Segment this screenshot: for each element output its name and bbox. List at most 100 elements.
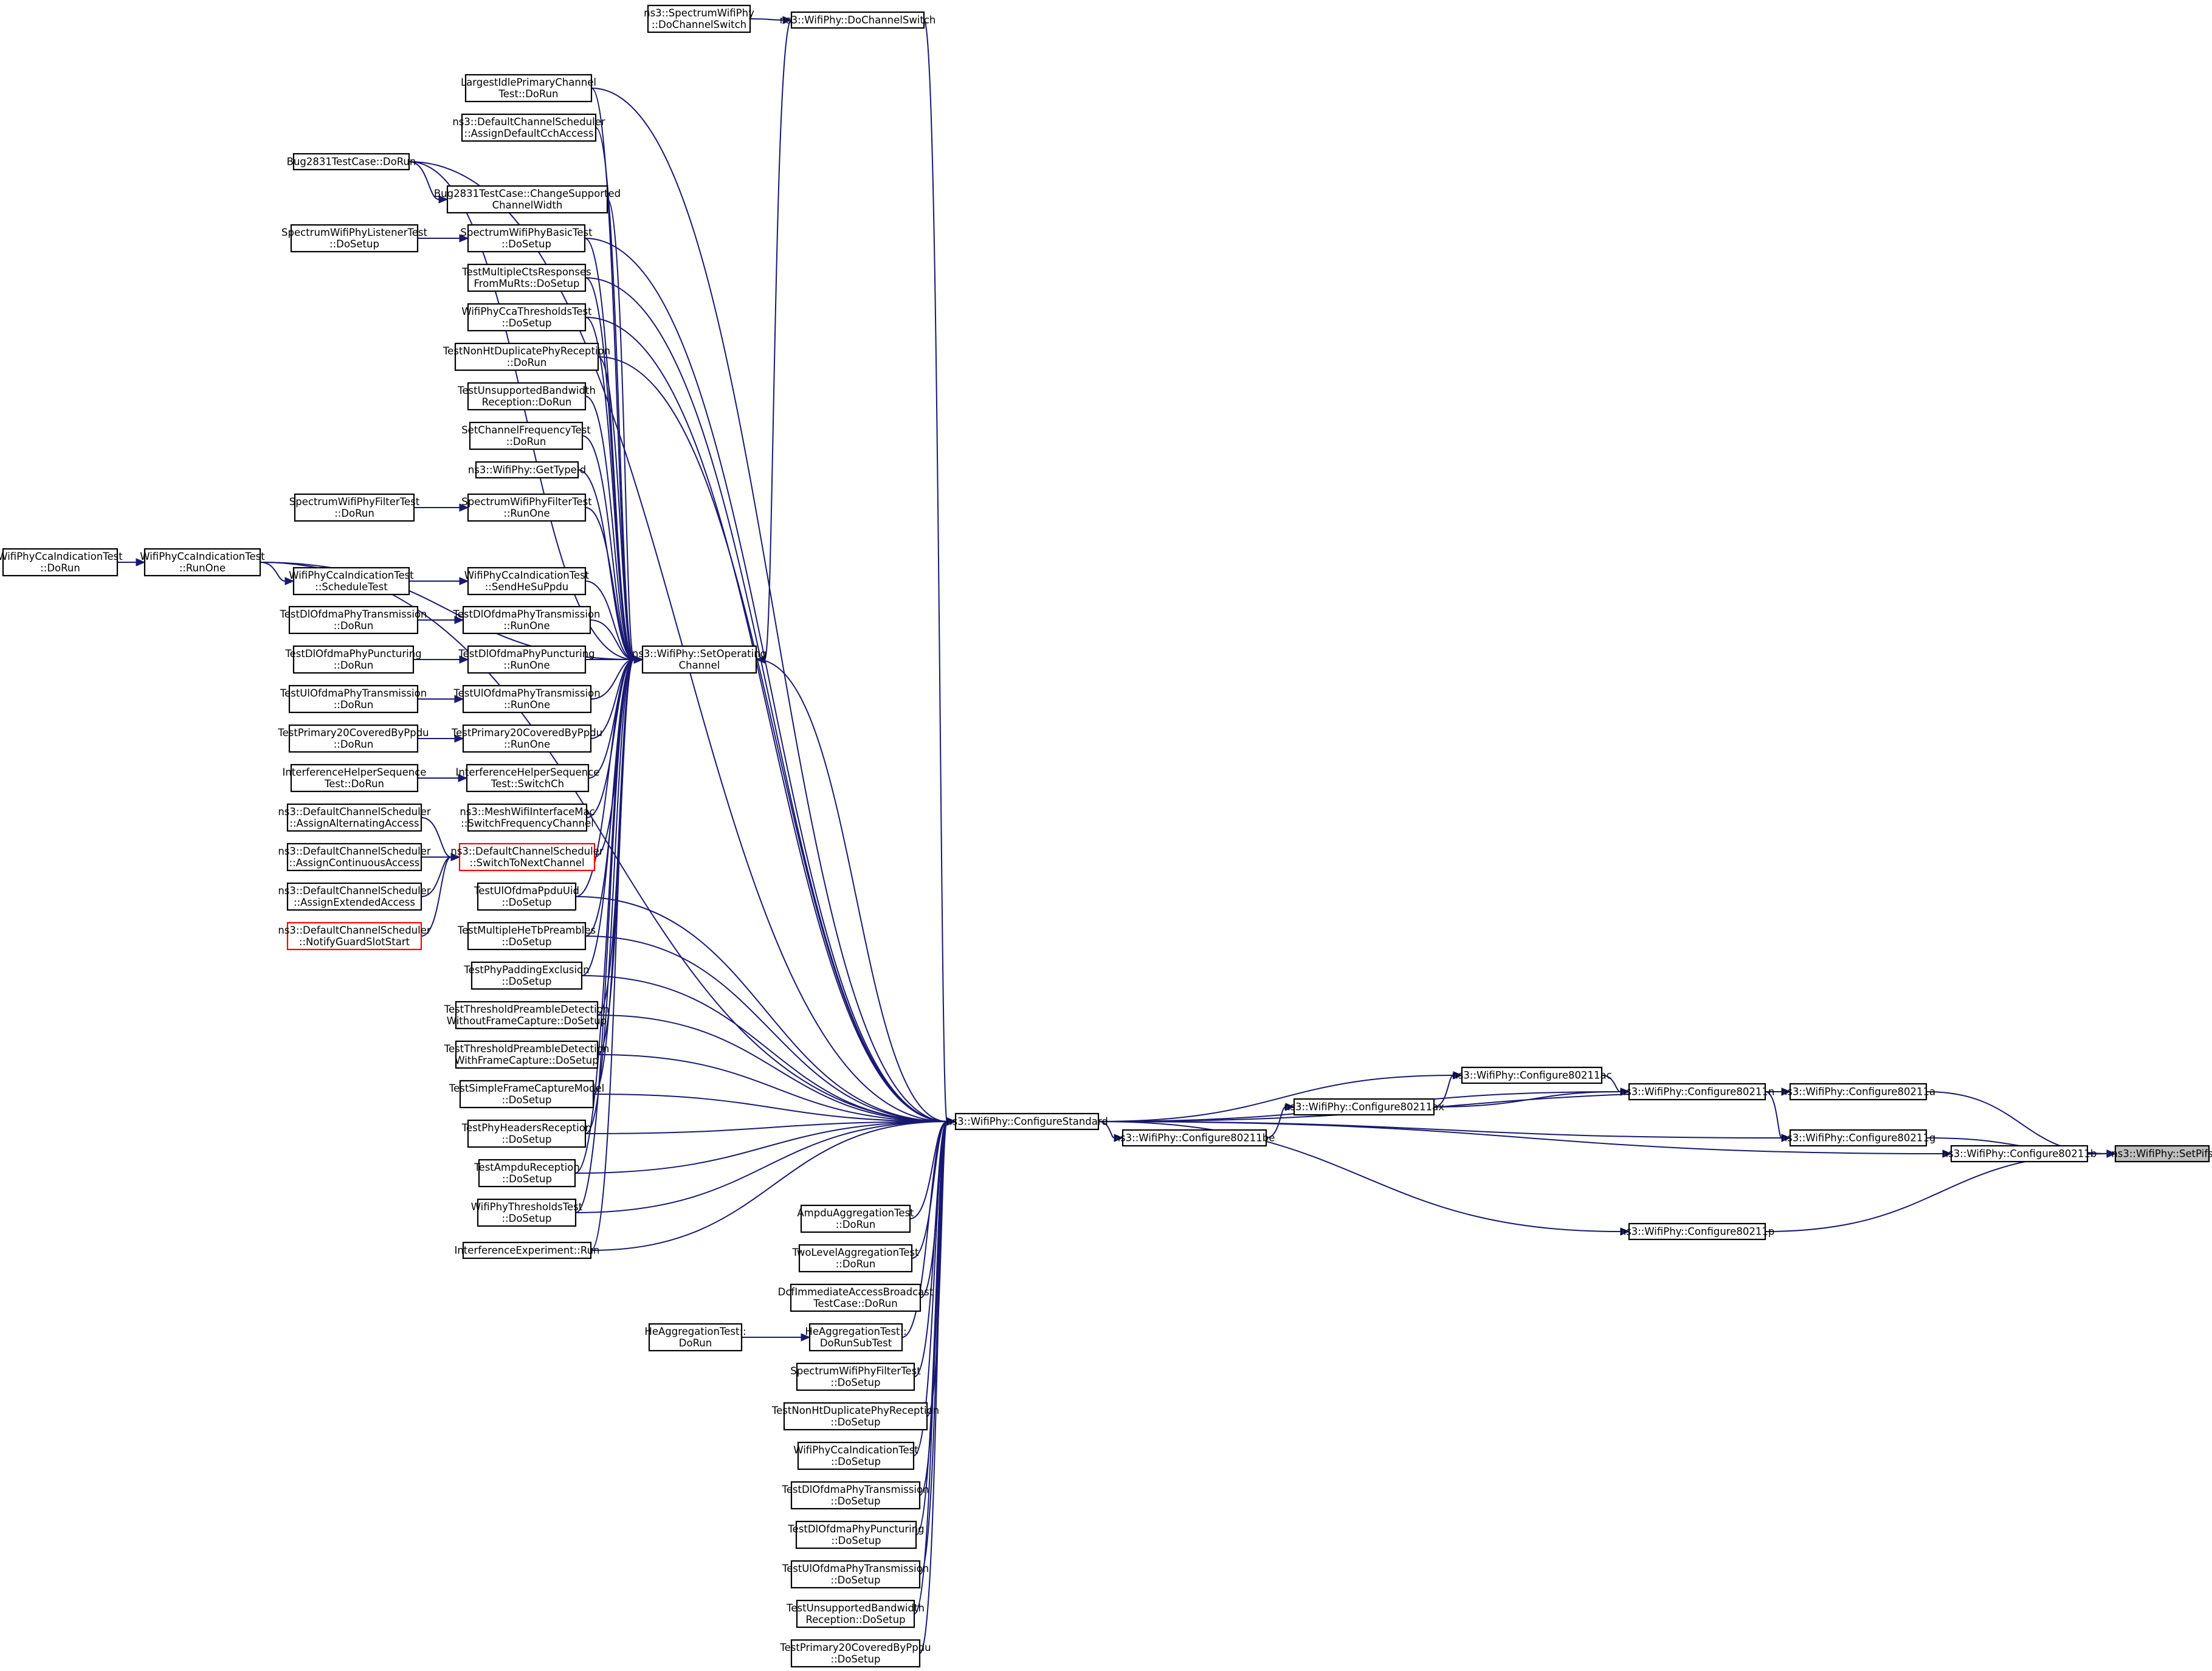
node-spectrum-dochannelswitch[interactable]: ns3::SpectrumWifiPhy::DoChannelSwitch <box>644 4 754 33</box>
node-nonht-dup-dorun[interactable]: TestNonHtDuplicatePhyReception::DoRun <box>443 342 610 371</box>
edge-line <box>764 19 792 660</box>
node-ul-ofdma-tx-setup[interactable]: TestUlOfdmaPhyTransmission::DoSetup <box>782 1560 929 1589</box>
node-box <box>467 922 587 951</box>
edge-arrowhead <box>1620 1087 1630 1096</box>
edge-arrowhead <box>1285 1103 1295 1111</box>
node-label: SetChannelFrequencyTest <box>461 424 591 436</box>
node-phy-headers-setup[interactable]: TestPhyHeadersReception::DoSetup <box>461 1119 592 1148</box>
node-p20-setup[interactable]: TestPrimary20CoveredByPpdu::DoSetup <box>779 1639 931 1668</box>
node-cca-ind-setup[interactable]: WifiPhyCcaIndicationTest::DoSetup <box>793 1441 918 1470</box>
node-cca-ind-send[interactable]: WifiPhyCcaIndicationTest::SendHeSuPpdu <box>464 567 590 596</box>
node-label: ::DoSetup <box>502 897 552 908</box>
edge-swp_basic_setup-to-setoperating <box>584 238 644 664</box>
node-configstandard[interactable]: ns3::WifiPhy::ConfigureStandard <box>946 1112 1108 1131</box>
node-box <box>455 1040 599 1069</box>
node-cca-ind-runone[interactable]: WifiPhyCcaIndicationTest::RunOne <box>140 548 265 577</box>
node-dcs-alt[interactable]: ns3::DefaultChannelScheduler::AssignAlte… <box>278 803 431 832</box>
node-thr-wo-fc-setup[interactable]: TestThresholdPreambleDetectionWithoutFra… <box>444 1001 610 1030</box>
node-nonht-dup-setup[interactable]: TestNonHtDuplicatePhyReception::DoSetup <box>771 1402 939 1431</box>
node-swp-filter-setup[interactable]: SpectrumWifiPhyFilterTest::DoSetup <box>790 1362 921 1391</box>
node-swp-filter-dorun[interactable]: SpectrumWifiPhyFilterTest::DoRun <box>289 493 420 522</box>
node-label: ::DoSetup <box>502 1094 552 1106</box>
node-interference-run[interactable]: InterferenceExperiment::Run <box>454 1241 600 1259</box>
node-dl-ofdma-tx-setup[interactable]: TestDlOfdmaPhyTransmission::DoSetup <box>782 1481 929 1510</box>
node-c80211ax[interactable]: ns3::WifiPhy::Configure80211ax <box>1284 1098 1444 1116</box>
node-swp-filter-runone[interactable]: SpectrumWifiPhyFilterTest::RunOne <box>461 493 592 522</box>
node-swp-basic-setup[interactable]: SpectrumWifiPhyBasicTest::DoSetup <box>460 224 593 253</box>
node-dl-ofdma-punct-dorun[interactable]: TestDlOfdmaPhyPuncturing::DoRun <box>284 645 422 674</box>
node-multi-he-tb-setup[interactable]: TestMultipleHeTbPreambles::DoSetup <box>457 922 596 951</box>
node-twolevel-dorun[interactable]: TwoLevelAggregationTest::DoRun <box>792 1244 920 1273</box>
node-cca-ind-schedule[interactable]: WifiPhyCcaIndicationTest::ScheduleTest <box>289 567 414 596</box>
node-c80211b[interactable]: ns3::WifiPhy::Configure80211b <box>1942 1145 2097 1163</box>
node-swp-listener-setup[interactable]: SpectrumWifiPhyListenerTest::DoSetup <box>281 224 427 253</box>
node-label: ::DoChannelSwitch <box>652 19 746 30</box>
node-label: ::DoRun <box>334 508 374 519</box>
node-label: ::DoSetup <box>831 1653 881 1665</box>
node-dl-ofdma-tx-runone[interactable]: TestDlOfdmaPhyTransmission::RunOne <box>453 605 601 635</box>
edge-arrowhead <box>284 577 295 585</box>
node-cca-ind-dorun[interactable]: WifiPhyCcaIndicationTest::DoRun <box>0 548 123 577</box>
node-dcs-guard[interactable]: ns3::DefaultChannelScheduler::NotifyGuar… <box>278 922 431 951</box>
node-ul-ofdma-tx-runone[interactable]: TestUlOfdmaPhyTransmission::RunOne <box>453 684 601 714</box>
node-dcs-cont[interactable]: ns3::DefaultChannelScheduler::AssignCont… <box>278 842 431 872</box>
node-ul-ofdma-uid-setup[interactable]: TestUlOfdmaPpduUid::DoSetup <box>474 882 579 911</box>
edge-arrowhead <box>459 655 469 664</box>
node-dochannelswitch[interactable]: ns3::WifiPhy::DoChannelSwitch <box>780 11 936 29</box>
node-c80211be[interactable]: ns3::WifiPhy::Configure80211be <box>1114 1129 1275 1147</box>
edge-arrowhead <box>450 853 461 861</box>
edge-line <box>590 659 635 700</box>
node-c80211ac[interactable]: ns3::WifiPhy::Configure80211ac <box>1452 1066 1612 1084</box>
node-mesh-switch[interactable]: ns3::MeshWifiInterfaceMac::SwitchFrequen… <box>460 803 595 832</box>
edge-swp_listener_setup-to-swp_basic_setup <box>418 234 469 243</box>
node-p20-runone[interactable]: TestPrimary20CoveredByPpdu::RunOne <box>451 724 602 753</box>
node-box <box>800 1204 911 1233</box>
node-label: ::SwitchToNextChannel <box>469 857 584 869</box>
edge-he_agg_dorun-to-he_agg_subtest <box>741 1333 811 1342</box>
node-ampdu-agg-dorun[interactable]: AmpduAggregationTest::DoRun <box>797 1204 914 1233</box>
node-unsupported-bw-setup[interactable]: TestUnsupportedBandwidthReception::DoSet… <box>786 1599 925 1628</box>
edge-thr_w_fc_setup-to-configstandard <box>597 1054 957 1126</box>
node-dcf-bcast-dorun[interactable]: DcfImmediateAccessBroadcastTestCase::DoR… <box>778 1283 934 1312</box>
node-dl-ofdma-punct-setup[interactable]: TestDlOfdmaPhyPuncturing::DoSetup <box>787 1520 925 1549</box>
node-label: TestUlOfdmaPhyTransmission <box>453 687 600 699</box>
node-he-agg-subtest[interactable]: HeAggregationTest::DoRunSubTest <box>805 1323 907 1352</box>
node-padding-excl-setup[interactable]: TestPhyPaddingExclusion::DoSetup <box>463 961 590 990</box>
edge-arrowhead <box>1781 1087 1791 1096</box>
node-label: TestDlOfdmaPhyPuncturing <box>284 648 421 660</box>
edge-arrowhead <box>782 16 793 24</box>
node-he-agg-dorun[interactable]: HeAggregationTest::DoRun <box>644 1323 746 1352</box>
node-thr-w-fc-setup[interactable]: TestThresholdPreambleDetectionWithFrameC… <box>444 1040 610 1069</box>
node-simple-fc-setup[interactable]: TestSimpleFrameCaptureModel::DoSetup <box>449 1080 604 1109</box>
node-setpifs[interactable]: ns3::WifiPhy::SetPifs <box>2111 1145 2212 1163</box>
node-ampdu-rx-setup[interactable]: TestAmpduReception::DoSetup <box>474 1159 580 1188</box>
node-c80211p[interactable]: ns3::WifiPhy::Configure80211p <box>1620 1222 1775 1241</box>
edge-padding_excl_setup-to-configstandard <box>581 975 957 1126</box>
node-label: TwoLevelAggregationTest <box>792 1247 920 1258</box>
node-phy-thr-setup[interactable]: WifiPhyThresholdsTest::DoSetup <box>471 1198 583 1227</box>
node-c80211g[interactable]: ns3::WifiPhy::Configure80211g <box>1781 1129 1936 1147</box>
node-dl-ofdma-tx-dorun[interactable]: TestDlOfdmaPhyTransmission::DoRun <box>280 605 427 635</box>
node-label: WifiPhyThresholdsTest <box>471 1201 583 1213</box>
node-gettypeid[interactable]: ns3::WifiPhy::GetTypeId <box>468 461 586 479</box>
node-label: ns3::DefaultChannelScheduler <box>278 846 431 857</box>
node-p20-dorun[interactable]: TestPrimary20CoveredByPpdu::DoRun <box>277 724 429 753</box>
node-cca-thresholds-setup[interactable]: WifiPhyCcaThresholdsTest::DoSetup <box>461 303 592 332</box>
node-set-channel-freq[interactable]: SetChannelFrequencyTest::DoRun <box>461 421 591 450</box>
node-dcs-ext[interactable]: ns3::DefaultChannelScheduler::AssignExte… <box>278 882 431 911</box>
node-dcs-assign-default-cch[interactable]: ns3::DefaultChannelScheduler::AssignDefa… <box>452 113 605 142</box>
node-ul-ofdma-tx-dorun[interactable]: TestUlOfdmaPhyTransmission::DoRun <box>280 684 427 714</box>
node-dcs-switch[interactable]: ns3::DefaultChannelScheduler::SwitchToNe… <box>450 842 604 872</box>
node-c80211a[interactable]: ns3::WifiPhy::Configure80211a <box>1781 1083 1935 1101</box>
node-dl-ofdma-punct-runone[interactable]: TestDlOfdmaPhyPuncturing::RunOne <box>458 645 595 674</box>
node-bug2831-change[interactable]: Bug2831TestCase::ChangeSupportedChannelW… <box>434 185 621 214</box>
node-c80211n[interactable]: ns3::WifiPhy::Configure80211n <box>1620 1083 1775 1101</box>
node-bug2831-dorun[interactable]: Bug2831TestCase::DoRun <box>287 153 416 171</box>
edge-multi_cts_setup-to-configstandard <box>585 277 957 1126</box>
node-multi-cts-setup[interactable]: TestMultipleCtsResponsesFromMuRts::DoSet… <box>461 263 591 292</box>
